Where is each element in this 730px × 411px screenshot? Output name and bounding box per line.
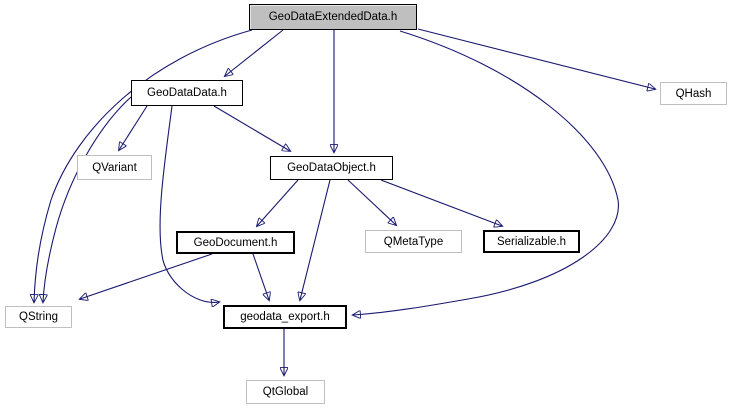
edge-geodataextendeddata-to-qstring xyxy=(34,29,253,302)
edge-geodatadata-to-geodata-export xyxy=(159,105,219,302)
edge-geodataextendeddata-to-geodatadata xyxy=(225,29,284,76)
node-qmetatype: QMetaType xyxy=(365,230,462,253)
node-geodatadata-h[interactable]: GeoDataData.h xyxy=(131,80,243,106)
node-qstring: QString xyxy=(5,306,72,328)
node-serializable-h[interactable]: Serializable.h xyxy=(483,230,580,253)
node-geodocument-h[interactable]: GeoDocument.h xyxy=(176,231,295,254)
edge-geodataextendeddata-to-qhash xyxy=(417,28,655,89)
edge-geodataextendeddata-to-geodata-export xyxy=(353,30,619,315)
node-geodataobject-h[interactable]: GeoDataObject.h xyxy=(270,156,393,180)
edge-geodataobject-to-serializable xyxy=(380,179,502,226)
edge-geodataobject-to-geodata-export xyxy=(300,179,331,300)
node-geodata-export-h[interactable]: geodata_export.h xyxy=(223,305,347,329)
edge-geodocument-to-geodata-export xyxy=(252,253,269,300)
edge-geodataobject-to-geodocument xyxy=(257,179,299,226)
node-qhash: QHash xyxy=(660,82,727,105)
edge-geodocument-to-qstring xyxy=(80,253,213,299)
edge-geodataobject-to-qmetatype xyxy=(347,179,396,225)
node-geodataextendeddata-h[interactable]: GeoDataExtendedData.h xyxy=(249,4,417,30)
edge-geodatadata-to-qvariant xyxy=(119,105,148,150)
node-qvariant: QVariant xyxy=(77,155,152,180)
edge-geodatadata-to-qstring xyxy=(43,96,132,302)
node-qtglobal: QtGlobal xyxy=(246,380,325,404)
edge-geodatadata-to-geodataobject xyxy=(213,105,290,151)
